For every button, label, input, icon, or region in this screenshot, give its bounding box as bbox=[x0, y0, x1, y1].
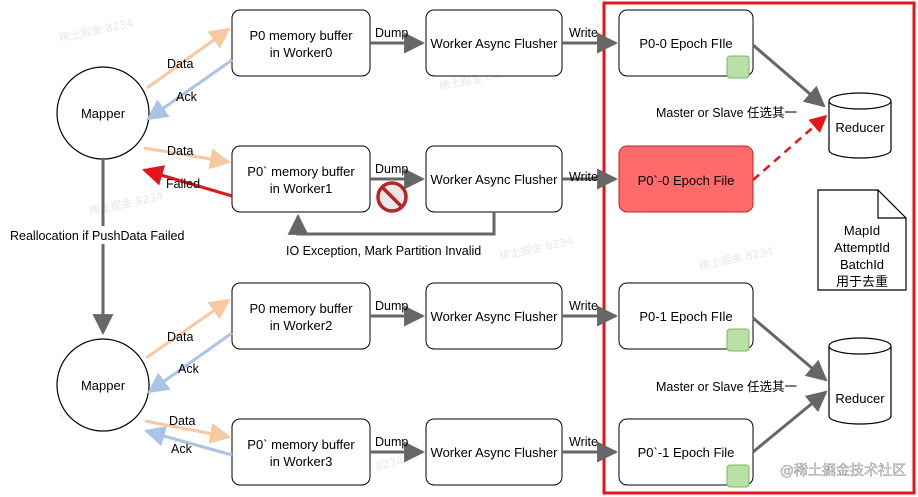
svg-text:稀土掘金 8234: 稀土掘金 8234 bbox=[58, 16, 135, 45]
epoch-file-p0prime-1-marker bbox=[726, 464, 750, 488]
reducer-bottom-label: Reducer bbox=[835, 391, 885, 406]
flusher-worker2-label: Worker Async Flusher bbox=[431, 309, 559, 324]
epoch-file-p0-0[interactable] bbox=[618, 9, 754, 77]
buffer-worker1[interactable] bbox=[231, 145, 371, 213]
dump-label-worker1: Dump bbox=[375, 162, 408, 176]
data-label-worker3: Data bbox=[169, 414, 195, 428]
file-to-reducer-arrow-p0-0 bbox=[752, 43, 826, 108]
reducer-top[interactable]: Reducer bbox=[828, 92, 892, 159]
data-arrow-worker0 bbox=[146, 27, 231, 90]
buffer-worker1-line1: P0` memory buffer bbox=[247, 164, 355, 179]
flusher-worker3-label: Worker Async Flusher bbox=[431, 445, 559, 460]
ack-arrow-worker2 bbox=[147, 331, 233, 394]
master-slave-label-top: Master or Slave 任选其一 bbox=[656, 106, 797, 120]
epoch-file-p0-0-marker bbox=[726, 55, 750, 79]
dump-label-worker2: Dump bbox=[375, 299, 408, 313]
ack-arrow-worker0 bbox=[146, 58, 233, 121]
write-label-worker2: Write bbox=[569, 299, 598, 313]
mapper-top-label: Mapper bbox=[81, 106, 126, 121]
data-arrow-worker1 bbox=[143, 146, 232, 170]
buffer-worker0-line1: P0 memory buffer bbox=[249, 28, 353, 43]
failed-arrow-worker1 bbox=[141, 165, 233, 198]
reducer-top-label: Reducer bbox=[835, 120, 885, 135]
buffer-worker3-line2: in Worker3 bbox=[270, 454, 333, 469]
buffer-worker2-line2: in Worker2 bbox=[270, 318, 333, 333]
io-exception-arrow bbox=[287, 212, 496, 236]
flusher-worker1-label: Worker Async Flusher bbox=[431, 172, 559, 187]
file-to-reducer-dashed-p0prime-0 bbox=[752, 114, 828, 181]
ack-label-worker3: Ack bbox=[171, 442, 193, 456]
note-line-1: MapId bbox=[844, 223, 880, 238]
buffer-worker1-line2: in Worker1 bbox=[270, 181, 333, 196]
flusher-worker0-label: Worker Async Flusher bbox=[431, 36, 559, 51]
buffer-worker0[interactable] bbox=[231, 9, 371, 77]
epoch-file-p0prime-1-label: P0`-1 Epoch File bbox=[638, 445, 735, 460]
data-label-worker0: Data bbox=[167, 57, 193, 71]
ack-label-worker0: Ack bbox=[176, 90, 198, 104]
buffer-worker2-line1: P0 memory buffer bbox=[249, 301, 353, 316]
epoch-file-p0-1[interactable] bbox=[618, 282, 754, 350]
epoch-file-p0-0-label: P0-0 Epoch FIle bbox=[639, 36, 732, 51]
data-label-worker1: Data bbox=[167, 144, 193, 158]
file-to-reducer-arrow-p0prime-1 bbox=[752, 390, 828, 454]
epoch-file-p0-1-marker bbox=[726, 328, 750, 352]
dump-label-worker3: Dump bbox=[375, 435, 408, 449]
svg-text:稀土掘金 8234: 稀土掘金 8234 bbox=[698, 244, 775, 273]
buffer-worker2[interactable] bbox=[231, 282, 371, 350]
dedup-note: MapId AttemptId BatchId 用于去重 bbox=[817, 189, 907, 291]
mapper-bottom-label: Mapper bbox=[81, 378, 126, 393]
reducer-bottom[interactable]: Reducer bbox=[828, 337, 892, 425]
ack-arrow-worker3 bbox=[143, 425, 233, 457]
epoch-file-p0-1-label: P0-1 Epoch FIle bbox=[639, 309, 732, 324]
persistence-frame bbox=[602, 1, 916, 495]
corner-watermark: @稀土掘金技术社区 bbox=[780, 463, 906, 479]
write-label-worker0: Write bbox=[569, 26, 598, 40]
epoch-file-p0prime-0-label: P0`-0 Epoch File bbox=[638, 173, 735, 188]
data-arrow-worker2 bbox=[145, 298, 231, 360]
data-label-worker2: Data bbox=[167, 330, 193, 344]
write-label-worker1: Write bbox=[569, 170, 598, 184]
svg-text:稀土掘金 8234: 稀土掘金 8234 bbox=[88, 189, 165, 218]
ack-label-worker2: Ack bbox=[178, 362, 200, 376]
note-line-3: BatchId bbox=[840, 257, 884, 272]
buffer-worker0-line2: in Worker0 bbox=[270, 45, 333, 60]
note-line-2: AttemptId bbox=[834, 240, 890, 255]
dump-label-worker0: Dump bbox=[375, 26, 408, 40]
file-to-reducer-arrow-p0-1 bbox=[752, 316, 828, 382]
prohibited-icon bbox=[376, 181, 408, 213]
failed-label-worker1: Failed bbox=[166, 177, 200, 191]
svg-text:稀土掘金 8234: 稀土掘金 8234 bbox=[498, 234, 575, 263]
io-exception-label: IO Exception, Mark Partition Invalid bbox=[286, 244, 481, 258]
buffer-worker3-line1: P0` memory buffer bbox=[247, 437, 355, 452]
note-line-4: 用于去重 bbox=[836, 274, 888, 289]
data-arrow-worker3 bbox=[144, 419, 232, 444]
reallocation-label: Reallocation if PushData Failed bbox=[10, 229, 184, 243]
write-label-worker3: Write bbox=[569, 435, 598, 449]
buffer-worker3[interactable] bbox=[231, 418, 371, 486]
document-note-icon bbox=[817, 189, 907, 291]
master-slave-label-bottom: Master or Slave 任选其一 bbox=[656, 380, 797, 394]
